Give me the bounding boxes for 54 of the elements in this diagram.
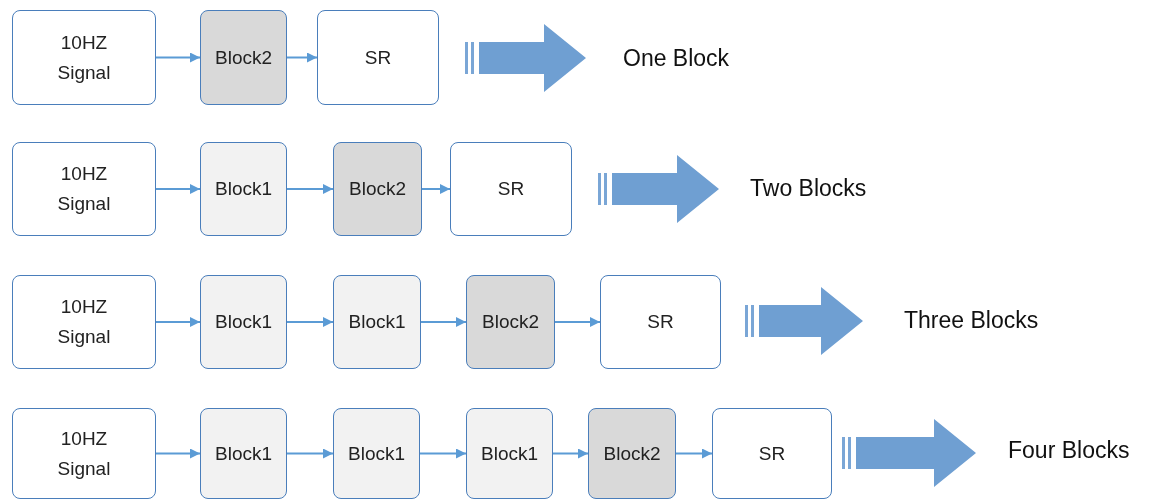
process-box [12,142,156,236]
process-box [588,408,676,499]
arrow [420,317,467,327]
process-box [450,142,572,236]
process-box [200,142,287,236]
arrow [675,448,713,459]
process-box [12,10,156,105]
box-label: SR [758,441,786,466]
process-box [200,275,287,369]
arrow [286,448,334,459]
box-label: SR [497,177,525,201]
process-box [333,408,420,499]
box-label: SR [647,310,674,334]
arrow [286,317,334,327]
box-label: Block2 [349,177,406,201]
row-caption: Three Blocks [904,306,1039,334]
process-box [333,275,421,369]
arrow [286,52,318,63]
arrow [155,317,201,327]
box-label: Block2 [603,441,661,466]
box-label: 10HZ Signal [56,426,112,481]
box-label: Block2 [482,310,539,334]
box-label: Block1 [348,310,406,334]
box-label: Block1 [348,441,405,466]
box-label: Block1 [215,177,272,201]
process-box [12,408,156,499]
process-box [466,275,555,369]
process-box [200,408,287,499]
arrow [421,184,451,194]
box-label: 10HZ Signal [56,295,112,349]
process-box [333,142,422,236]
box-label: Block1 [481,441,538,466]
arrow [155,448,201,459]
process-box [600,275,721,369]
box-label: Block2 [215,45,272,70]
row-caption: Four Blocks [1008,436,1130,464]
process-box [712,408,832,499]
row-caption: One Block [623,44,730,72]
process-box [466,408,553,499]
arrow [554,317,601,327]
arrow [552,448,589,459]
arrow [155,52,201,63]
row-caption: Two Blocks [750,174,867,202]
arrow [286,184,334,194]
box-label: SR [364,45,392,70]
box-label: 10HZ Signal [56,30,112,85]
process-box [317,10,439,105]
box-label: 10HZ Signal [56,162,112,216]
box-label: Block1 [215,310,272,334]
arrow [155,184,201,194]
process-box [200,10,287,105]
arrow [419,448,467,459]
box-label: Block1 [215,441,272,466]
process-box [12,275,156,369]
